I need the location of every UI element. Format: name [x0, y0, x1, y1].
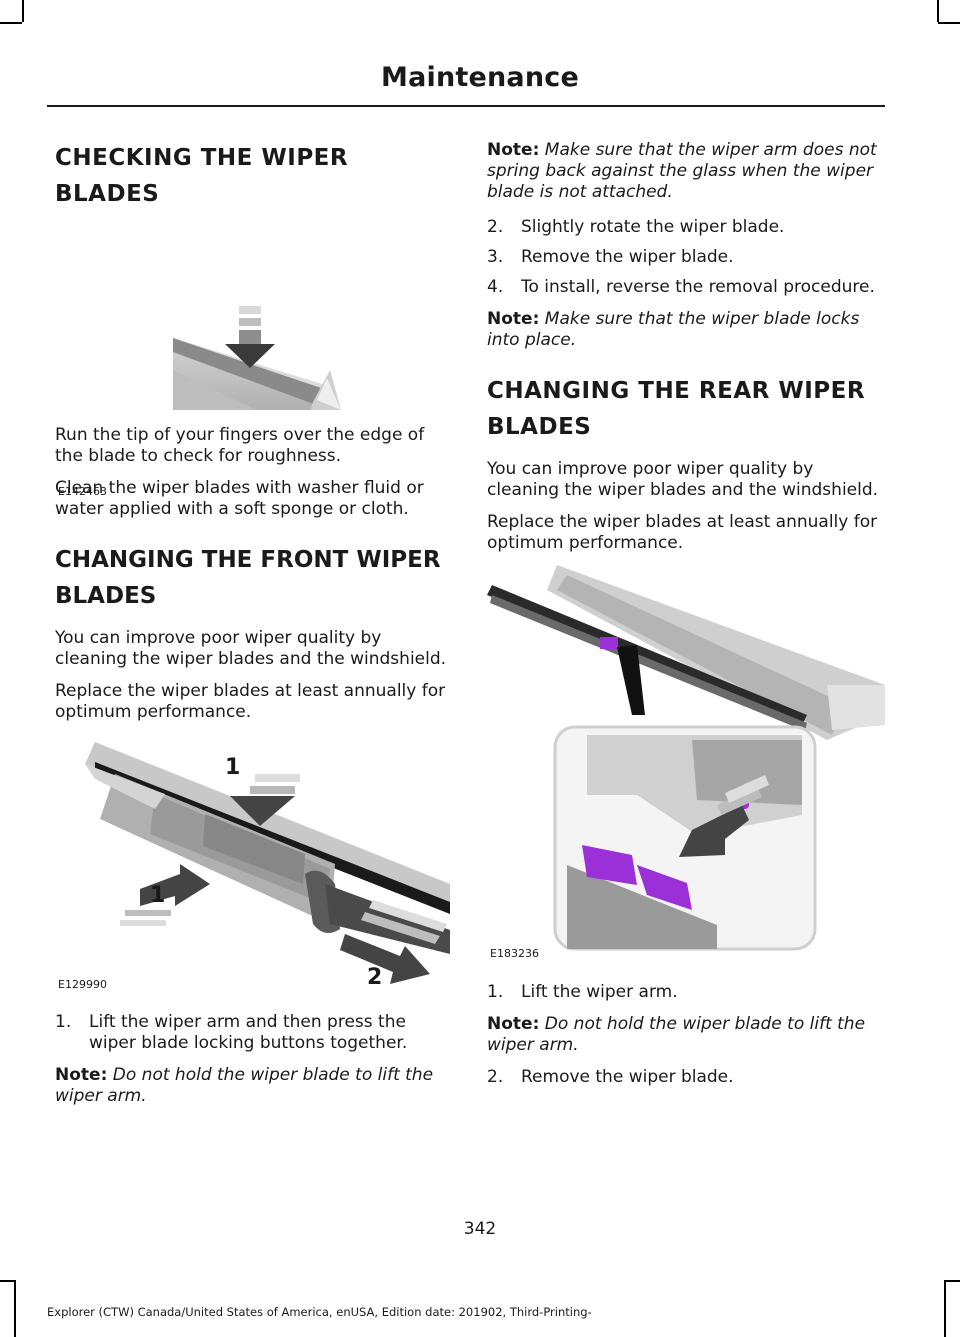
step-text: Lift the wiper arm and then press the wi…: [89, 1012, 408, 1053]
note-text: Do not hold the wiper blade to lift the …: [487, 1014, 866, 1055]
arrow-stripe: [239, 306, 261, 314]
list-item: 3. Remove the wiper blade.: [487, 247, 885, 268]
paragraph: Replace the wiper blades at least annual…: [55, 681, 446, 722]
heading-line: BLADES: [55, 583, 157, 609]
section-heading-checking: CHECKING THE WIPER BLADES: [55, 140, 450, 212]
arrow-stripe: [125, 910, 171, 916]
section-heading-front: CHANGING THE FRONT WIPER BLADES: [55, 542, 450, 614]
callout-2: 2: [367, 965, 382, 990]
steps-list: 2. Remove the wiper blade.: [487, 1067, 885, 1088]
heading-line: CHECKING THE WIPER: [55, 145, 349, 171]
step-text: Remove the wiper blade.: [521, 247, 734, 267]
left-column: CHECKING THE WIPER BLADES: [55, 140, 450, 1118]
note-text: Do not hold the wiper blade to lift the …: [55, 1065, 434, 1106]
heading-line: CHANGING THE FRONT WIPER: [55, 547, 441, 573]
crop-mark: [22, 0, 24, 22]
step-number: 1.: [55, 1012, 72, 1032]
figure-code: E142463: [58, 485, 107, 498]
note: Note: Do not hold the wiper blade to lif…: [55, 1065, 450, 1107]
page-header-title: Maintenance: [381, 62, 579, 93]
heading-line: BLADES: [487, 414, 592, 440]
blade-lock-tab: [600, 637, 618, 649]
step-number: 2.: [487, 1067, 504, 1087]
list-item: 1. Lift the wiper arm and then press the…: [55, 1012, 450, 1054]
figure-front-blade-removal: 1 1 2 E129990: [55, 734, 450, 996]
crop-mark: [938, 22, 960, 24]
pull-arrow-icon: [679, 805, 749, 857]
list-item: 2. Remove the wiper blade.: [487, 1067, 885, 1088]
arrow-stripe: [239, 318, 261, 326]
figure-wiper-blade-check: E142463: [55, 220, 450, 498]
figure-code: E183236: [490, 947, 539, 960]
crop-mark: [0, 22, 22, 24]
crop-mark: [944, 1280, 946, 1337]
steps-list: 1. Lift the wiper arm and then press the…: [55, 1012, 450, 1054]
right-column: Note: Make sure that the wiper arm does …: [487, 140, 885, 1099]
crop-mark: [0, 1280, 14, 1282]
figure-rear-blade-removal: E183236: [487, 565, 885, 970]
paragraph: Run the tip of your fingers over the edg…: [55, 425, 425, 466]
note-text: Make sure that the wiper blade locks int…: [487, 309, 860, 350]
steps-list: 1. Lift the wiper arm.: [487, 982, 885, 1003]
crop-mark: [14, 1280, 16, 1337]
press-arrow-icon: [230, 796, 295, 826]
crop-mark: [944, 1280, 960, 1282]
paragraph: You can improve poor wiper quality by cl…: [487, 459, 879, 500]
note-label: Note:: [487, 1014, 540, 1034]
blade-lock-button: [637, 865, 692, 910]
blade-lock-button: [582, 845, 637, 885]
step-text: Lift the wiper arm.: [521, 982, 678, 1002]
arrow-stripe: [725, 775, 769, 803]
press-down-arrow-icon: [225, 344, 275, 368]
crop-mark: [937, 0, 939, 22]
note: Note: Do not hold the wiper blade to lif…: [487, 1014, 885, 1056]
note: Note: Make sure that the wiper arm does …: [487, 140, 885, 203]
paragraph: Clean the wiper blades with washer fluid…: [55, 478, 424, 519]
arrow-stripe: [717, 787, 762, 815]
wiper-blade-edge-illustration: [173, 306, 355, 460]
section-heading-rear: CHANGING THE REAR WIPER BLADES: [487, 373, 885, 445]
arrow-stripe: [255, 774, 300, 782]
step-text: Remove the wiper blade.: [521, 1067, 734, 1087]
callout-1-top: 1: [225, 755, 240, 780]
step-number: 2.: [487, 217, 504, 237]
paragraph: You can improve poor wiper quality by cl…: [55, 628, 447, 669]
figure-code: E129990: [58, 978, 107, 991]
step-number: 3.: [487, 247, 504, 267]
arrow-stripe: [239, 330, 261, 344]
list-item: 4. To install, reverse the removal proce…: [487, 277, 885, 298]
press-arrow-icon: [140, 864, 210, 906]
leader-line: [617, 645, 645, 715]
note: Note: Make sure that the wiper blade loc…: [487, 309, 885, 351]
list-item: 2. Slightly rotate the wiper blade.: [487, 217, 885, 238]
steps-list: 2. Slightly rotate the wiper blade. 3. R…: [487, 217, 885, 298]
arrow-stripe: [369, 900, 447, 932]
paragraph: Replace the wiper blades at least annual…: [487, 512, 878, 553]
note-label: Note:: [487, 309, 540, 329]
callout-1-bottom: 1: [150, 883, 165, 908]
heading-line: CHANGING THE REAR WIPER: [487, 378, 866, 404]
step-text: Slightly rotate the wiper blade.: [521, 217, 785, 237]
arrow-stripe: [250, 786, 295, 794]
heading-line: BLADES: [55, 181, 160, 207]
note-text: Make sure that the wiper arm does not sp…: [487, 140, 877, 202]
header-rule: [47, 105, 885, 107]
page-number: 342: [463, 1219, 497, 1239]
step-number: 1.: [487, 982, 504, 1002]
step-number: 4.: [487, 277, 504, 297]
pull-arrow-icon: [340, 934, 430, 984]
note-label: Note:: [55, 1065, 108, 1085]
front-wiper-illustration: 1 1 2: [85, 742, 450, 990]
step-text: To install, reverse the removal procedur…: [521, 277, 875, 297]
arrow-stripe: [120, 920, 166, 926]
list-item: 1. Lift the wiper arm.: [487, 982, 885, 1003]
rear-wiper-illustration: [487, 565, 885, 951]
note-label: Note:: [487, 140, 540, 160]
arrow-stripe: [361, 912, 440, 944]
edition-footer: Explorer (CTW) Canada/United States of A…: [47, 1305, 592, 1319]
